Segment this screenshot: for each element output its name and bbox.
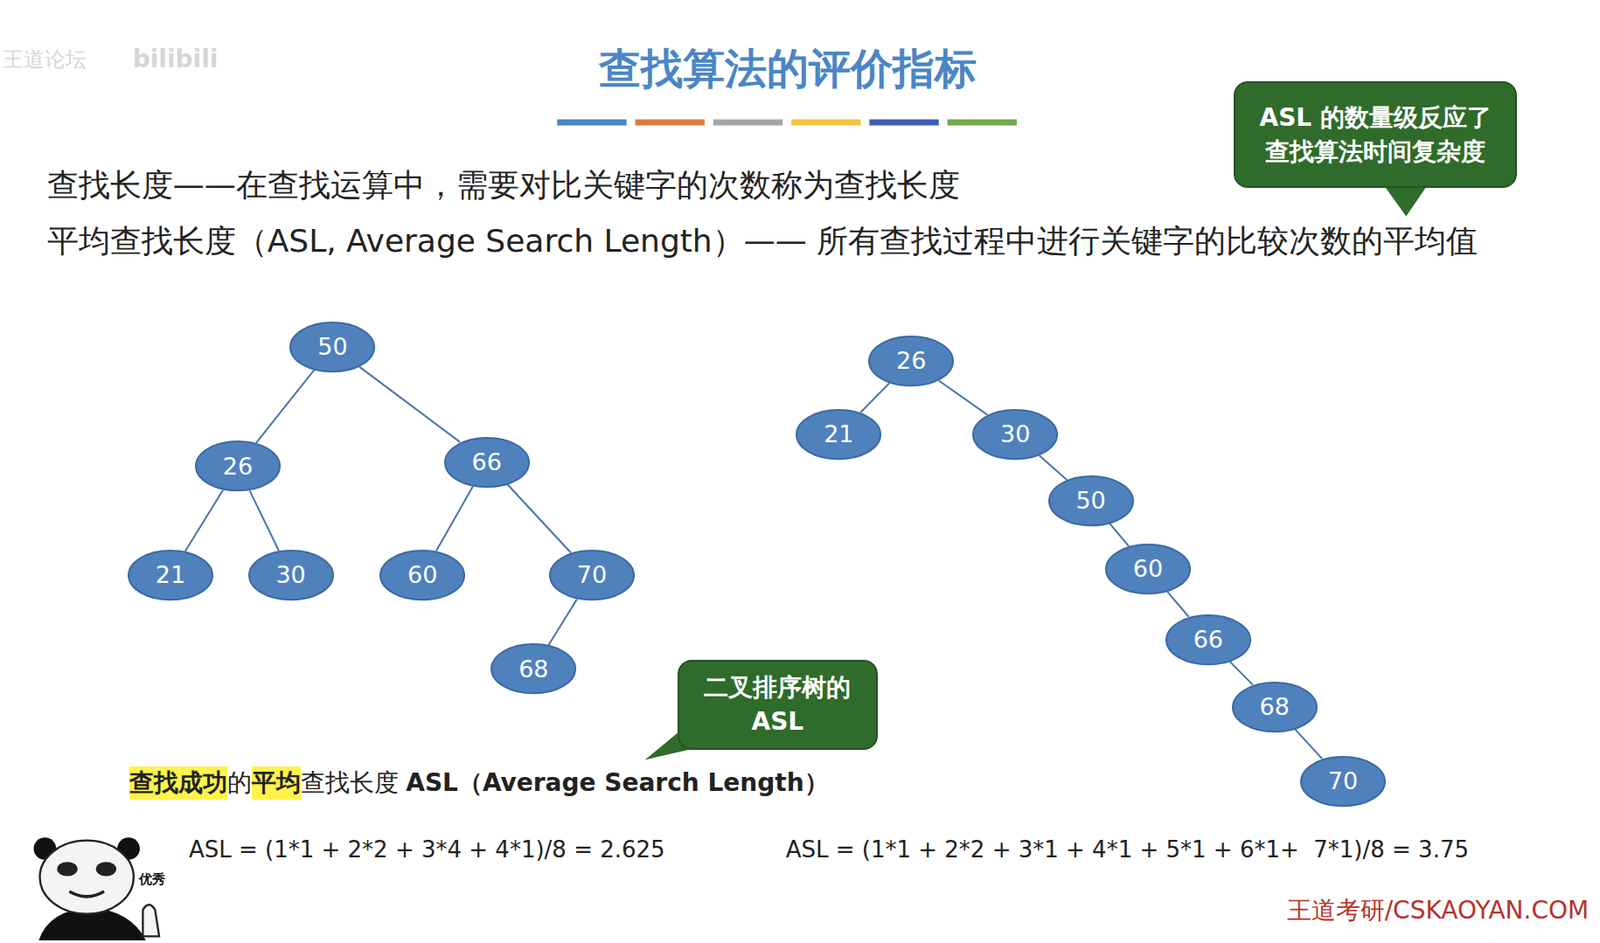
heading-part: 查找成功 bbox=[129, 766, 228, 800]
node-key: 21 bbox=[823, 421, 854, 448]
tree-edge bbox=[860, 382, 890, 413]
title-bar bbox=[635, 119, 705, 126]
ellipse-outline bbox=[549, 550, 634, 600]
tree-node: 66 bbox=[444, 437, 530, 488]
tree-node: 50 bbox=[289, 321, 376, 373]
title-bar bbox=[791, 119, 861, 126]
tree-edge bbox=[1230, 661, 1253, 686]
heading-part: 查找长度 bbox=[300, 766, 399, 800]
node-key: 66 bbox=[472, 449, 502, 476]
title-bar bbox=[869, 119, 939, 126]
tree-node: 60 bbox=[1105, 543, 1191, 595]
tree-node: 70 bbox=[549, 549, 635, 601]
panda-meme bbox=[34, 837, 160, 941]
ellipse-outline bbox=[869, 336, 954, 386]
callout-box: ASL 的数量级反应了 查找算法时间复杂度 bbox=[1233, 81, 1517, 188]
asl-heading: 查找成功的平均查找长度ASL（Average Search Length） bbox=[129, 766, 828, 800]
title-bar bbox=[947, 119, 1017, 126]
tree-edge bbox=[359, 367, 460, 443]
node-key: 68 bbox=[518, 656, 549, 683]
text-line: 查找长度——在查找运算中，需要对比关键字的次数称为查找长度 bbox=[47, 164, 960, 208]
ellipse-outline bbox=[1049, 476, 1134, 526]
ellipse-outline bbox=[290, 322, 375, 372]
node-key: 50 bbox=[1075, 487, 1106, 515]
ellipse-outline bbox=[195, 441, 280, 491]
node-key: 60 bbox=[1133, 556, 1163, 583]
ellipse-outline bbox=[1166, 615, 1251, 665]
tree-edge bbox=[1039, 455, 1067, 480]
tree-edge bbox=[185, 490, 223, 552]
ellipse-outline bbox=[445, 438, 529, 487]
ellipse-outline bbox=[1232, 682, 1317, 732]
callout-box: 二叉排序树的 ASL bbox=[677, 660, 878, 751]
ellipse-outline bbox=[249, 550, 334, 600]
node-key: 70 bbox=[577, 562, 607, 589]
tree-node: 21 bbox=[127, 549, 214, 601]
node-key: 26 bbox=[222, 453, 253, 480]
tree-edge bbox=[939, 380, 988, 415]
watermark: bilibili bbox=[132, 44, 219, 74]
callout-text: 二叉排序树的 ASL bbox=[694, 670, 861, 739]
tree-edge bbox=[250, 490, 279, 551]
tree-node: 26 bbox=[194, 440, 281, 492]
tree-edge bbox=[256, 369, 315, 444]
node-key: 66 bbox=[1193, 626, 1224, 654]
node-key: 68 bbox=[1259, 694, 1290, 721]
slide-title: 查找算法的评价指标 bbox=[598, 41, 977, 98]
ellipse-outline bbox=[973, 410, 1058, 460]
node-key: 30 bbox=[275, 562, 306, 589]
node-key: 60 bbox=[407, 562, 438, 589]
tree-node: 50 bbox=[1048, 475, 1134, 527]
node-key: 21 bbox=[155, 562, 186, 589]
tree-edge bbox=[1167, 591, 1189, 618]
node-key: 70 bbox=[1328, 768, 1358, 795]
node-key: 50 bbox=[317, 333, 348, 361]
callout-text: ASL 的数量级反应了 查找算法时间复杂度 bbox=[1244, 100, 1507, 169]
heading-part: 平均 bbox=[251, 766, 301, 800]
ellipse-outline bbox=[380, 550, 465, 600]
ellipse-outline bbox=[1106, 544, 1190, 594]
heading-part: ASL（Average Search Length） bbox=[405, 766, 828, 800]
tree-node: 21 bbox=[795, 409, 882, 460]
tree-node: 68 bbox=[490, 643, 577, 695]
tree-node: 30 bbox=[972, 409, 1058, 460]
tree-edge bbox=[436, 486, 474, 551]
tree-node: 66 bbox=[1165, 614, 1252, 666]
watermark: 王道考研/CSKAOYAN.COM bbox=[1286, 894, 1589, 928]
tree-node: 70 bbox=[1300, 756, 1386, 807]
tree-edge bbox=[1109, 523, 1129, 547]
callout-pointer bbox=[1382, 183, 1429, 216]
tree-node: 26 bbox=[868, 335, 954, 387]
tree-edge bbox=[1294, 729, 1322, 759]
tree-edge bbox=[507, 484, 571, 553]
node-key: 26 bbox=[896, 347, 926, 375]
tree-node: 68 bbox=[1231, 681, 1318, 733]
tree-node: 30 bbox=[248, 549, 334, 601]
heading-part: 的 bbox=[227, 766, 252, 800]
ellipse-outline bbox=[1300, 757, 1385, 807]
tree-node: 60 bbox=[379, 549, 466, 601]
text-line: ASL = (1*1 + 2*2 + 3*1 + 4*1 + 5*1 + 6*1… bbox=[786, 836, 1469, 863]
ellipse-outline bbox=[128, 550, 213, 600]
node-key: 30 bbox=[1000, 421, 1030, 448]
text-line: 平均查找长度（ASL, Average Search Length）—— 所有查… bbox=[47, 220, 1478, 264]
tree-edge bbox=[548, 599, 578, 647]
meme-caption: 优秀 bbox=[139, 871, 166, 889]
ellipse-outline bbox=[796, 410, 881, 460]
text-line: ASL = (1*1 + 2*2 + 3*4 + 4*1)/8 = 2.625 bbox=[188, 836, 666, 863]
title-bar bbox=[556, 119, 627, 126]
ellipse-outline bbox=[491, 644, 576, 694]
title-bar bbox=[713, 119, 783, 126]
watermark: 王道论坛 bbox=[2, 45, 87, 74]
